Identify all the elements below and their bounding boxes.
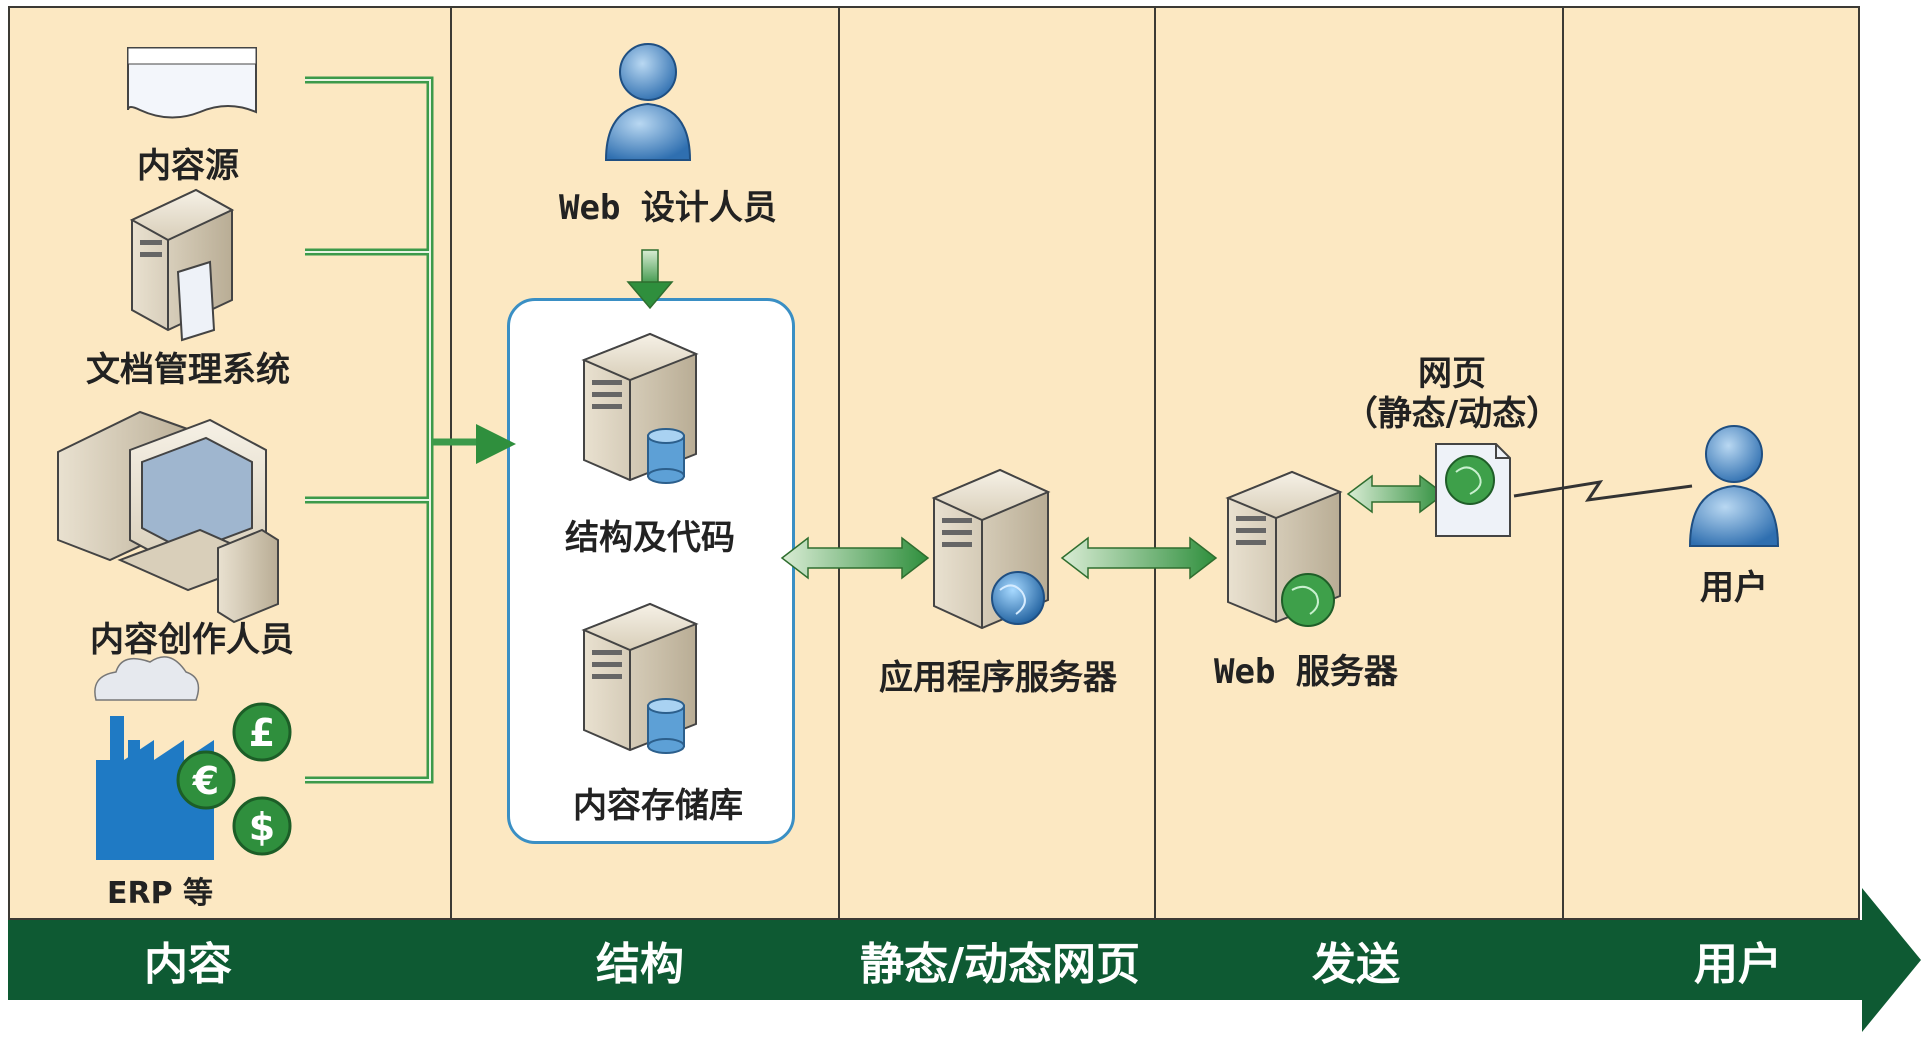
server-globe-icon bbox=[1225, 470, 1343, 627]
euro-coin-icon bbox=[176, 750, 236, 810]
stage-pages: 静态/动态网页 bbox=[859, 939, 1141, 990]
user-label: 用户 bbox=[1700, 568, 1768, 608]
arrow-into-structure bbox=[476, 424, 516, 464]
factory-currency-icon: £ € $ bbox=[94, 656, 292, 860]
designer-label: Web 设计人员 bbox=[559, 188, 777, 228]
svg-text:$: $ bbox=[249, 805, 275, 849]
workstation-icon bbox=[57, 410, 279, 624]
web-page-globe-icon bbox=[1435, 443, 1511, 537]
content-connectors bbox=[305, 76, 480, 784]
document-icon bbox=[127, 47, 257, 119]
server-database-icon bbox=[581, 602, 699, 754]
stage-band bbox=[8, 888, 1921, 1032]
lightning-link bbox=[1513, 479, 1693, 502]
app-server-label: 应用程序服务器 bbox=[879, 658, 1117, 698]
pound-coin-icon bbox=[232, 702, 292, 762]
server-globe-icon bbox=[931, 468, 1051, 630]
arrow-structure-app bbox=[780, 536, 930, 580]
arrow-web-page bbox=[1346, 474, 1446, 514]
server-document-icon bbox=[129, 188, 235, 342]
content-repo-label: 内容存储库 bbox=[573, 786, 743, 826]
web-server-label: Web 服务器 bbox=[1214, 652, 1398, 692]
dollar-coin-icon bbox=[232, 796, 292, 856]
structure-code-label: 结构及代码 bbox=[565, 518, 735, 558]
server-database-icon bbox=[581, 332, 699, 484]
lane-pages bbox=[838, 6, 1156, 920]
stage-content: 内容 bbox=[144, 939, 232, 990]
designer-arrow bbox=[626, 249, 674, 310]
stage-user: 用户 bbox=[1694, 939, 1782, 990]
erp-label: ERP 等 bbox=[106, 876, 214, 911]
stage-delivery: 发送 bbox=[1312, 939, 1400, 990]
stage-structure: 结构 bbox=[596, 939, 684, 990]
person-icon bbox=[1688, 425, 1780, 547]
arrow-app-web bbox=[1060, 536, 1218, 580]
svg-text:£: £ bbox=[249, 711, 275, 755]
dms-label: 文档管理系统 bbox=[86, 350, 290, 390]
person-icon bbox=[604, 43, 692, 161]
content-author-label: 内容创作人员 bbox=[90, 620, 294, 660]
svg-text:€: € bbox=[192, 759, 219, 803]
web-page-label: 网页 bbox=[1418, 354, 1486, 394]
web-page-type-label: （静态/动态） bbox=[1343, 394, 1561, 434]
content-source-label: 内容源 bbox=[137, 146, 239, 186]
